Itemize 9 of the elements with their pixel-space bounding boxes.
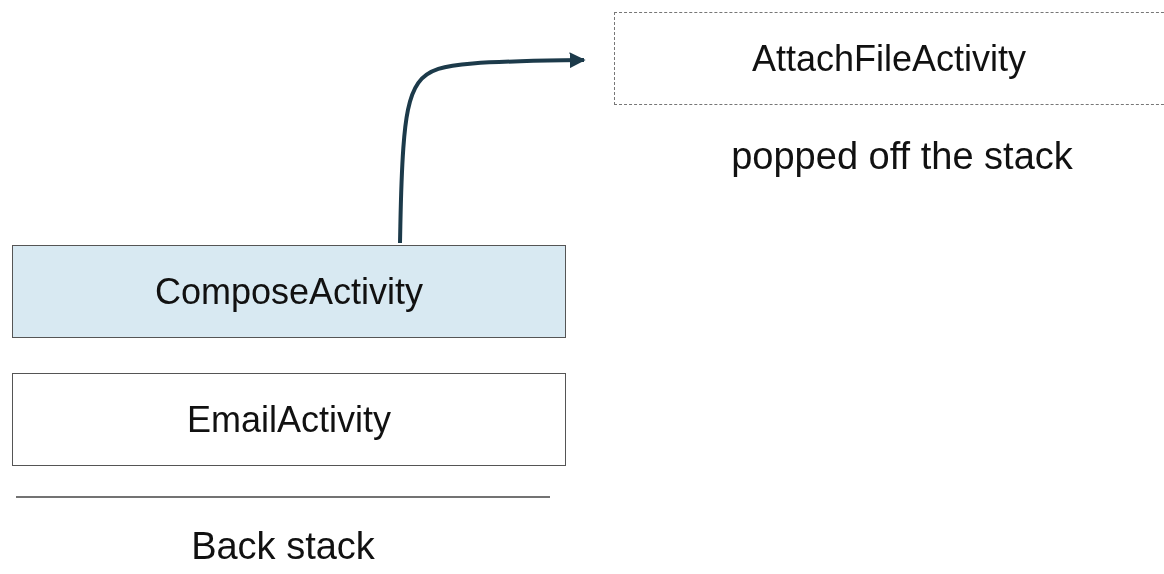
arrow — [398, 52, 586, 244]
activity-name: EmailActivity — [187, 398, 391, 441]
status-caption: popped off the stack — [731, 135, 1073, 178]
activity-box — [12, 373, 566, 466]
activity-name: ComposeActivity — [154, 270, 424, 313]
activity-box — [12, 245, 566, 338]
stack-caption: Back stack — [191, 525, 375, 568]
activity-name: AttachFileActivity — [751, 37, 1027, 80]
dashed-activity-box — [614, 12, 1164, 105]
